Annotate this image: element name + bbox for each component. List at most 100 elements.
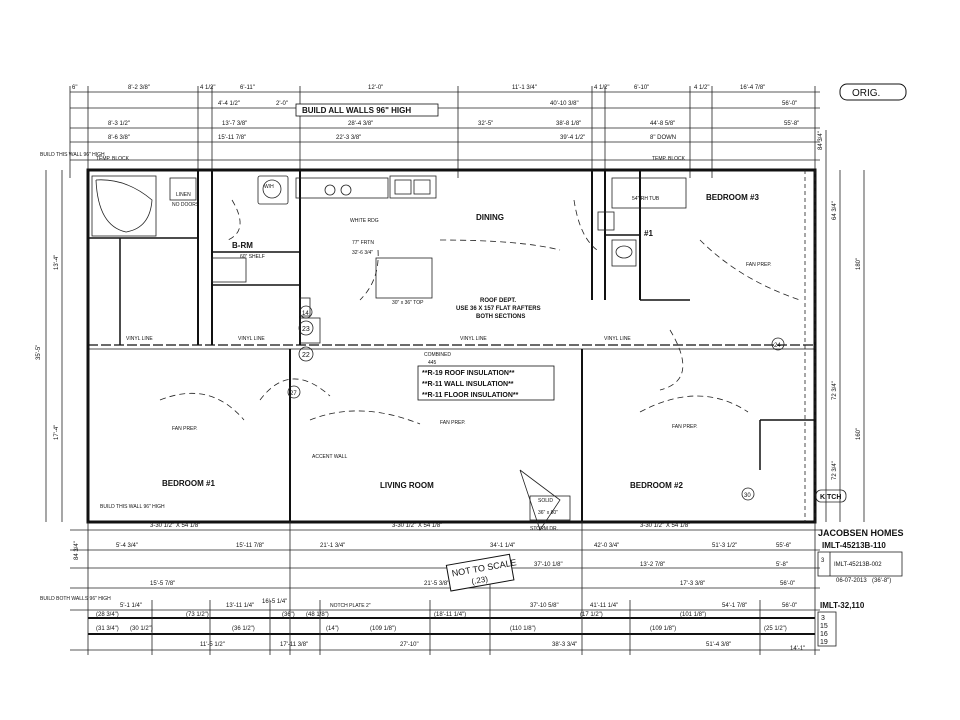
- dim-bottom: (101 1/8"): [680, 612, 706, 618]
- dim-bottom: 15'-5 7/8": [150, 581, 175, 587]
- storm-door-label: STORM DR.: [530, 526, 558, 532]
- dim-top: 13'-7 3/8": [222, 121, 247, 127]
- dim-right: 72 3/4": [832, 381, 838, 400]
- drawing-date: 06-07-2013: [836, 578, 867, 584]
- dim-top: 8'-2 3/8": [128, 85, 150, 91]
- wall-note: BUILD BOTH WALLS 96" HIGH: [40, 596, 111, 602]
- dim-top: 4 1/2": [594, 85, 609, 91]
- dim-right: 64 3/4": [832, 201, 838, 220]
- dim-top: 56'-0": [782, 101, 797, 107]
- dim-bottom: 21'-5 3/8": [424, 581, 449, 587]
- dim-bottom: 3-30 1/2" X 54 1/8": [640, 523, 690, 529]
- accent-wall-label: ACCENT WALL: [312, 454, 348, 460]
- dim-top: 6'-10": [634, 85, 649, 91]
- dim-bottom: 42'-0 3/4": [594, 543, 619, 549]
- top-dimension-lines: [69, 86, 820, 178]
- marker-circle: [741, 487, 755, 501]
- dim-bottom: 3-30 1/2" X 54 1/8": [150, 523, 200, 529]
- dim-bottom: 41'-11 1/4": [590, 603, 618, 609]
- dim-top: 39'-4 1/2": [560, 135, 585, 141]
- door-swings: [159, 199, 801, 531]
- page-number: 16: [820, 631, 828, 638]
- circle-markers: 23 22 14 27 24 30: [287, 305, 785, 501]
- dim-bottom: 13'-2 7/8": [640, 562, 665, 568]
- roof-note: ROOF DEPT. USE 36 X 157 FLAT RAFTERS BOT…: [456, 298, 541, 320]
- not-to-scale-stamp: NOT TO SCALE (.23): [445, 553, 517, 592]
- vinyl-line-label: VINYL LINE: [238, 336, 265, 342]
- dim-bottom: 51'-3 1/2": [712, 543, 737, 549]
- door-size-label: 36" x 80": [538, 510, 558, 516]
- scale-value: (.23): [471, 574, 489, 586]
- marker-label: 22: [302, 352, 310, 359]
- fan-prep-label: FAN PREP.: [440, 420, 465, 426]
- dim-top: 38'-8 1/8": [556, 121, 581, 127]
- dim-top: 11'-1 3/4": [512, 85, 537, 91]
- dim-bottom: (17 1/2"): [580, 612, 603, 618]
- dim-bottom: 34'-1 1/4": [490, 543, 515, 549]
- dim-bottom: 5'-4 3/4": [116, 543, 138, 549]
- page-number: 3: [821, 615, 825, 622]
- dim-top: 4 1/2": [694, 85, 709, 91]
- insulation-note: **R-19 ROOF INSULATION** **R-11 WALL INS…: [417, 365, 555, 401]
- marker-circle: [771, 337, 785, 351]
- range-label: 30" x 36" TOP: [392, 300, 424, 306]
- dim-bottom: 5'-8": [776, 562, 788, 568]
- fixtures: [91, 175, 687, 521]
- side-dimension-labels: 35'-5" 13'-4" 17'-4" 84 3/4" 84 3/4" 64 …: [36, 131, 862, 560]
- marker-circle: [298, 346, 314, 362]
- dim-bottom: 54'-1 7/8": [722, 603, 747, 609]
- fan-prep-label: FAN PREP.: [172, 426, 197, 432]
- fixture-labels: W/H LINEN NO DOORS WHITE RDG TEMP. BLOCK…: [96, 156, 771, 532]
- dim-bottom: 56'-0": [780, 581, 795, 587]
- orig-stamp: ORIG.: [852, 88, 880, 99]
- room-labels: B-RM DINING BEDROOM #3 #1 BEDROOM #1 LIV…: [162, 193, 847, 503]
- insulation-wall: **R-11 WALL INSULATION**: [422, 381, 514, 388]
- dim-bottom: 3-30 1/2" X 54 1/8": [392, 523, 442, 529]
- dim-bottom: 16'-5 1/4": [262, 599, 287, 605]
- room-kitchen: KITCH: [820, 494, 841, 501]
- dim-bottom: (48 1/8"): [306, 612, 329, 618]
- dim-bottom: (110 1/8"): [510, 626, 536, 632]
- room-bath-1: #1: [644, 229, 653, 238]
- room-bedroom-1: BEDROOM #1: [162, 479, 215, 488]
- bottom-dimension-lines: [70, 522, 820, 655]
- dim-top: 4'-4 1/2": [218, 101, 240, 107]
- dim-left: 17'-4": [54, 425, 60, 440]
- dim-bottom: 14'-1": [790, 646, 805, 652]
- dim-left: 35'-5": [36, 345, 42, 360]
- fan-prep-label: FAN PREP.: [746, 262, 771, 268]
- dim-bottom: 21'-1 3/4": [320, 543, 345, 549]
- dim-bottom: 56'-0": [782, 603, 797, 609]
- dim-top: 6": [72, 85, 77, 91]
- interior-walls: [88, 170, 816, 522]
- water-heater-label: W/H: [264, 184, 274, 190]
- dim-top: 12'-0": [368, 85, 383, 91]
- dim-bottom: (18'-11 1/4"): [434, 612, 466, 618]
- dim-top: 28'-4 3/8": [348, 121, 373, 127]
- dim-top: 32'-5": [478, 121, 493, 127]
- vinyl-line-label: VINYL LINE: [126, 336, 153, 342]
- dim-top: 6'-11": [240, 85, 255, 91]
- room-bedroom-2: BEDROOM #2: [630, 481, 683, 490]
- room-bedroom-3: BEDROOM #3: [706, 193, 759, 202]
- dim-top: 8'-3 1/2": [108, 121, 130, 127]
- top-dimension-labels: 6" 8'-2 3/8" 4 1/2" 6'-11" 12'-0" 11'-1 …: [72, 85, 799, 141]
- insulation-roof: **R-19 ROOF INSULATION**: [422, 370, 515, 377]
- sheet-index: 3: [821, 558, 825, 564]
- dim-bottom: 13'-11 1/4": [226, 603, 254, 609]
- dim-right: 160": [856, 428, 862, 440]
- dim-bottom: (36"): [282, 612, 295, 618]
- linen-label: LINEN: [176, 192, 191, 198]
- solid-label: SOLID: [538, 498, 553, 504]
- dim-bottom: (31 3/4"): [96, 626, 119, 632]
- stamp-box: [839, 83, 907, 101]
- dim-bottom: 27'-10": [400, 642, 419, 648]
- no-doors-label: NO DOORS: [172, 202, 200, 208]
- bottom-dimension-labels: 3-30 1/2" X 54 1/8" 3-30 1/2" X 54 1/8" …: [96, 523, 805, 652]
- page-number: 15: [820, 623, 828, 630]
- temp-block-label: TEMP. BLOCK: [96, 156, 130, 162]
- marker-label: 23: [302, 326, 310, 333]
- drawing-rev: (36'-8"): [872, 578, 891, 584]
- dim-top: 44'-8 5/8": [650, 121, 675, 127]
- side-dimension-lines: [45, 130, 865, 522]
